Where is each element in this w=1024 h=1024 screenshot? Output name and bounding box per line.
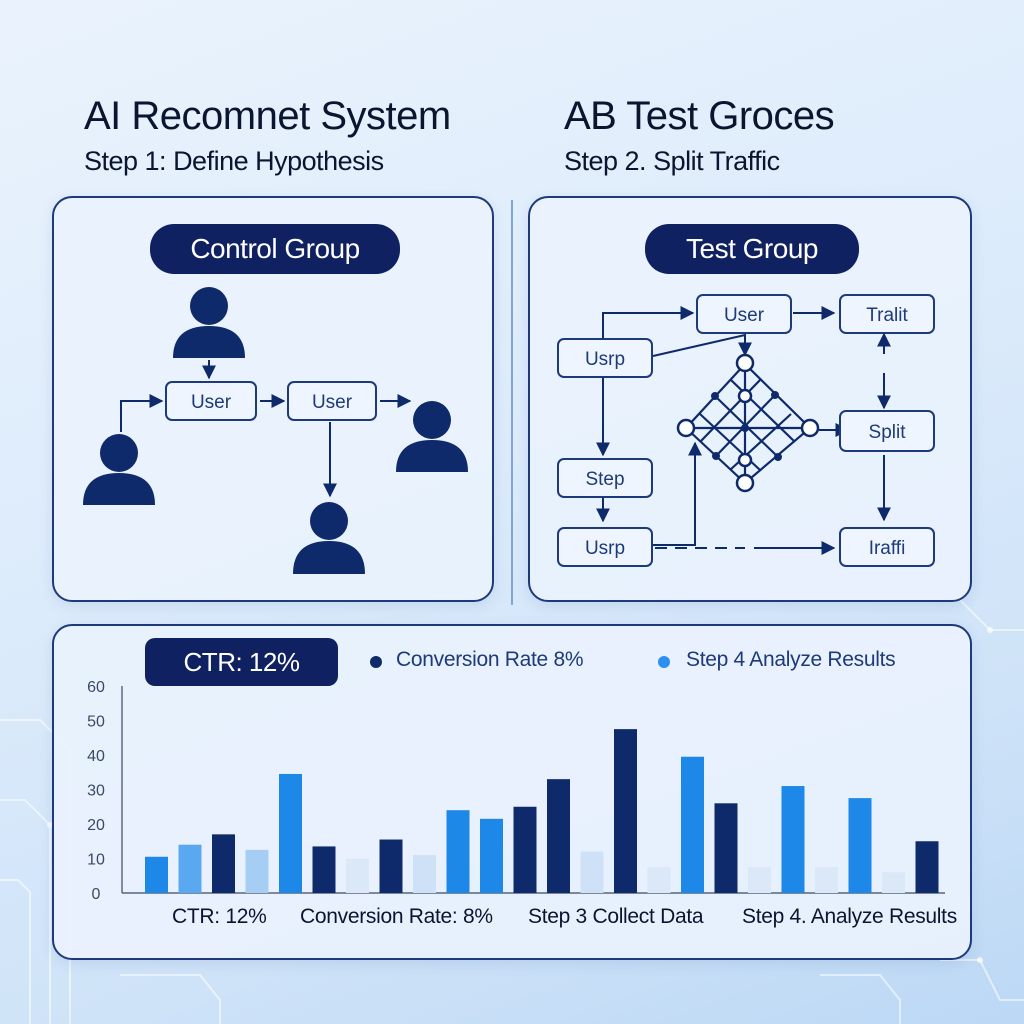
chart-bar bbox=[379, 839, 403, 893]
iraffi-node-box bbox=[839, 527, 935, 567]
user-node-label: User bbox=[191, 392, 232, 413]
chart-bar bbox=[781, 786, 805, 893]
y-tick-label: 50 bbox=[87, 714, 105, 731]
legend-dot-blue bbox=[658, 656, 670, 668]
panel-divider bbox=[511, 200, 513, 605]
control-group-pill: Control Group bbox=[150, 224, 400, 274]
split-node-box bbox=[839, 410, 935, 452]
flow-arrow bbox=[652, 333, 752, 357]
category-label-conversion: Conversion Rate: 8% bbox=[300, 905, 493, 928]
flow-arrow bbox=[650, 441, 702, 546]
y-tick-label: 30 bbox=[87, 783, 105, 800]
usrp-node-label: Usrp bbox=[585, 538, 625, 559]
chart-bar bbox=[882, 872, 905, 893]
user-node-label: User bbox=[312, 392, 353, 413]
chart-bar bbox=[547, 779, 570, 893]
y-tick-label: 60 bbox=[87, 679, 105, 696]
chart-bar bbox=[312, 846, 336, 893]
iraffi-node-label: Iraffi bbox=[869, 538, 906, 559]
chart-bar bbox=[681, 756, 704, 893]
user-node-label: User bbox=[724, 305, 765, 326]
user-person-icon bbox=[83, 434, 155, 505]
chart-bar bbox=[815, 867, 838, 893]
chart-bar bbox=[714, 803, 738, 893]
chart-bar bbox=[212, 834, 235, 893]
chart-bar bbox=[145, 856, 168, 893]
legend-conversion-rate: Conversion Rate 8% bbox=[396, 648, 584, 671]
category-label-collect-data: Step 3 Collect Data bbox=[528, 905, 704, 928]
user-node-box bbox=[287, 381, 377, 421]
usrp-node-box bbox=[557, 527, 653, 567]
chart-bar bbox=[279, 773, 302, 893]
left-subtitle: Step 1: Define Hypothesis bbox=[84, 146, 384, 176]
step-node-box bbox=[557, 458, 653, 498]
flow-arrow bbox=[120, 394, 164, 432]
split-node-label: Split bbox=[869, 422, 907, 443]
legend-dot-navy bbox=[370, 656, 382, 668]
chart-bar bbox=[580, 851, 604, 893]
usrp-node-box bbox=[557, 338, 653, 378]
chart-bar bbox=[614, 729, 637, 893]
chart-bar bbox=[245, 849, 269, 893]
tralit-node-label: Tralit bbox=[866, 305, 908, 326]
y-tick-label: 40 bbox=[87, 748, 105, 765]
user-person-icon bbox=[396, 401, 468, 472]
chart-bar bbox=[647, 867, 671, 893]
chart-bar bbox=[748, 867, 771, 893]
chart-bar bbox=[346, 858, 369, 893]
left-title: AI Recomnet System bbox=[84, 94, 451, 138]
ctr-metric-badge: CTR: 12% bbox=[145, 638, 338, 686]
chart-bar bbox=[480, 818, 503, 893]
test-group-pill: Test Group bbox=[645, 224, 859, 274]
chart-bar bbox=[446, 810, 470, 893]
y-tick-label: 0 bbox=[92, 886, 101, 903]
right-subtitle: Step 2. Split Traffic bbox=[564, 146, 780, 176]
user-person-icon bbox=[173, 287, 245, 358]
chart-bar bbox=[178, 844, 202, 893]
y-tick-label: 10 bbox=[87, 852, 105, 869]
user-node-box bbox=[696, 294, 792, 334]
chart-bar bbox=[513, 806, 537, 893]
chart-bar bbox=[848, 798, 872, 893]
category-label-ctr: CTR: 12% bbox=[172, 905, 267, 928]
user-person-icon bbox=[293, 502, 365, 574]
chart-bar bbox=[413, 855, 436, 893]
network-graph-icon bbox=[676, 353, 820, 493]
category-label-analyze-results: Step 4. Analyze Results bbox=[742, 905, 957, 928]
y-tick-label: 20 bbox=[87, 817, 105, 834]
usrp-node-label: Usrp bbox=[585, 349, 625, 370]
user-node-box bbox=[165, 381, 257, 421]
legend-analyze-results: Step 4 Analyze Results bbox=[686, 648, 896, 671]
step-node-label: Step bbox=[585, 469, 624, 490]
tralit-node-box bbox=[839, 294, 935, 334]
chart-bar bbox=[915, 841, 939, 893]
right-title: AB Test Groces bbox=[564, 94, 835, 138]
